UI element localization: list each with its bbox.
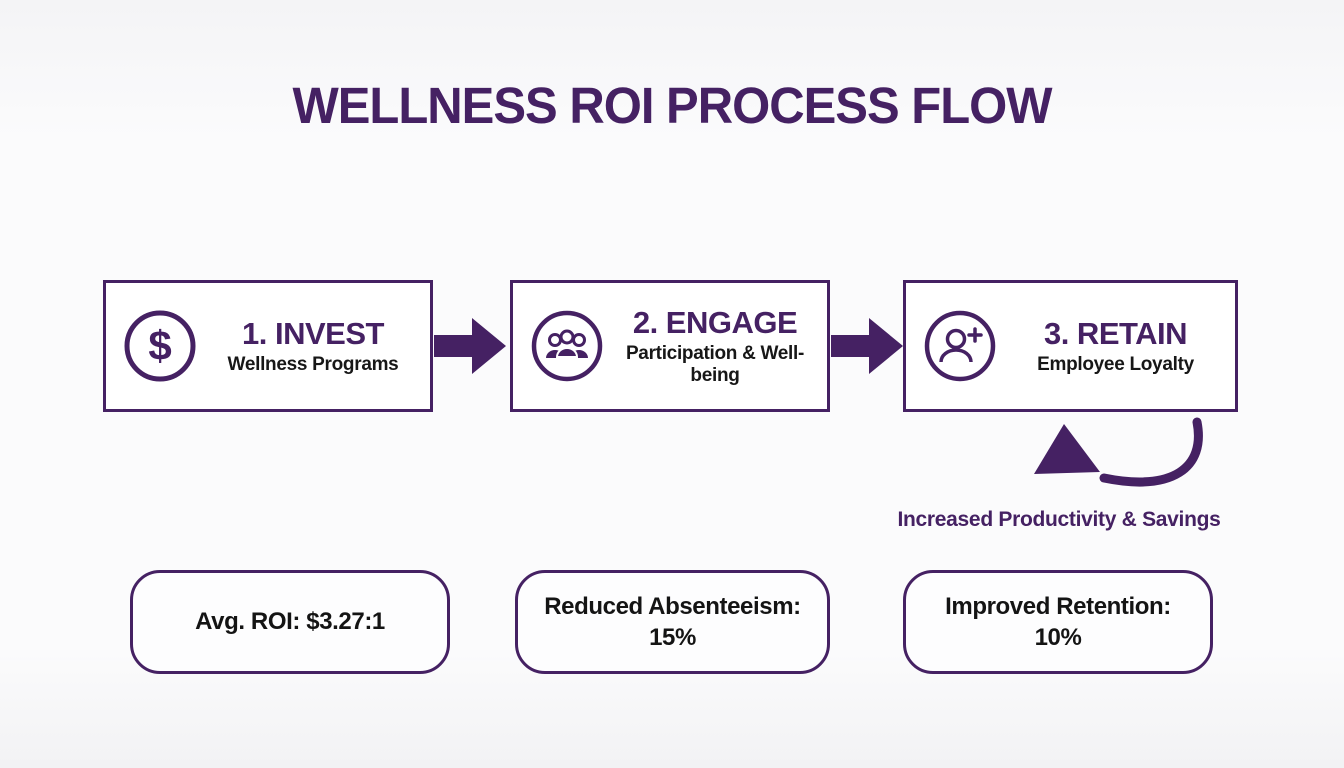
step-box-invest: $ 1. INVEST Wellness Programs: [103, 280, 433, 412]
feedback-loop-arrow-icon: [1022, 416, 1217, 521]
stat-value: 10%: [1034, 624, 1082, 651]
feedback-loop-label: Increased Productivity & Savings: [897, 508, 1221, 531]
stat-value: 15%: [649, 624, 696, 651]
dollar-icon: $: [122, 308, 198, 384]
step-subtitle: Employee Loyalty: [1037, 354, 1194, 376]
stat-text: Avg. ROI: $3.27:1: [195, 608, 385, 636]
stat-pill-absenteeism: Reduced Absenteeism: 15%: [515, 570, 830, 674]
stat-pill-roi: Avg. ROI: $3.27:1: [130, 570, 450, 674]
people-group-icon: [529, 308, 605, 384]
stat-pill-retention: Improved Retention: 10%: [903, 570, 1213, 674]
step-heading: 2. ENGAGE: [632, 304, 798, 340]
step-box-engage: 2. ENGAGE Participation & Well-being: [510, 280, 830, 412]
step-heading: 1. INVEST: [242, 315, 384, 351]
step-subtitle: Wellness Programs: [227, 354, 399, 376]
stat-text: Reduced Absenteeism:: [544, 592, 801, 620]
step-text-retain: 3. RETAIN Employee Loyalty: [1010, 316, 1221, 377]
svg-text:$: $: [148, 322, 171, 369]
step-box-retain: 3. RETAIN Employee Loyalty: [903, 280, 1238, 412]
step-text-engage: 2. ENGAGE Participation & Well-being: [617, 305, 813, 388]
step-heading: 3. RETAIN: [1043, 315, 1188, 351]
right-arrow-icon: [831, 318, 903, 379]
right-arrow-icon: [434, 318, 506, 379]
step-text-invest: 1. INVEST Wellness Programs: [210, 316, 416, 377]
stat-text: Improved Retention:: [945, 592, 1171, 620]
diagram-title: WELLNESS ROI PROCESS FLOW: [292, 77, 1052, 135]
step-subtitle: Participation & Well-being: [625, 343, 805, 387]
person-plus-icon: [922, 308, 998, 384]
